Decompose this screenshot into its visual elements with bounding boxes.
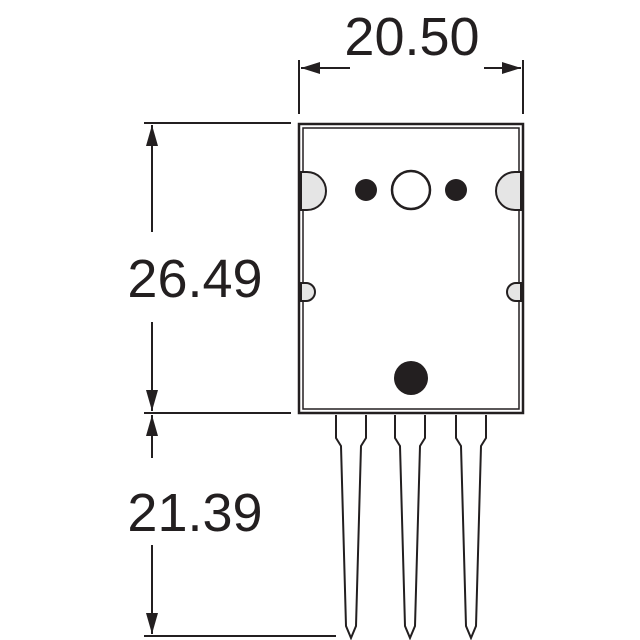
lead-length-arrowhead-top	[146, 415, 158, 436]
ejector-pin-mark-left	[355, 179, 377, 201]
lead-length-arrowhead-bottom	[146, 613, 158, 634]
mounting-hole	[390, 169, 432, 211]
mounting-notch-left-small	[300, 282, 316, 302]
package-body	[297, 122, 525, 415]
leads	[335, 415, 487, 640]
lead-1	[335, 415, 367, 640]
body-height-dimension: 26.49	[127, 122, 291, 414]
ejector-pin-mark-right	[445, 179, 467, 201]
mounting-notch-left-large	[300, 171, 327, 211]
pin1-marker	[394, 361, 428, 395]
lead-length-dimension-label: 21.39	[127, 483, 262, 543]
width-dimension-label: 20.50	[344, 7, 479, 67]
lead-2	[394, 415, 426, 640]
width-dimension: 20.50	[298, 7, 524, 114]
package-body-inner-outline	[302, 127, 520, 410]
width-arrowhead-right	[502, 62, 521, 74]
mounting-notch-right-large	[495, 171, 522, 211]
width-arrowhead-left	[301, 62, 320, 74]
mounting-notch-right-small	[506, 282, 522, 302]
body-height-arrowhead-bottom	[146, 390, 158, 411]
body-height-dimension-label: 26.49	[127, 249, 262, 309]
body-height-arrowhead-top	[146, 125, 158, 146]
lead-length-dimension: 21.39	[127, 415, 336, 637]
lead-3	[455, 415, 487, 640]
